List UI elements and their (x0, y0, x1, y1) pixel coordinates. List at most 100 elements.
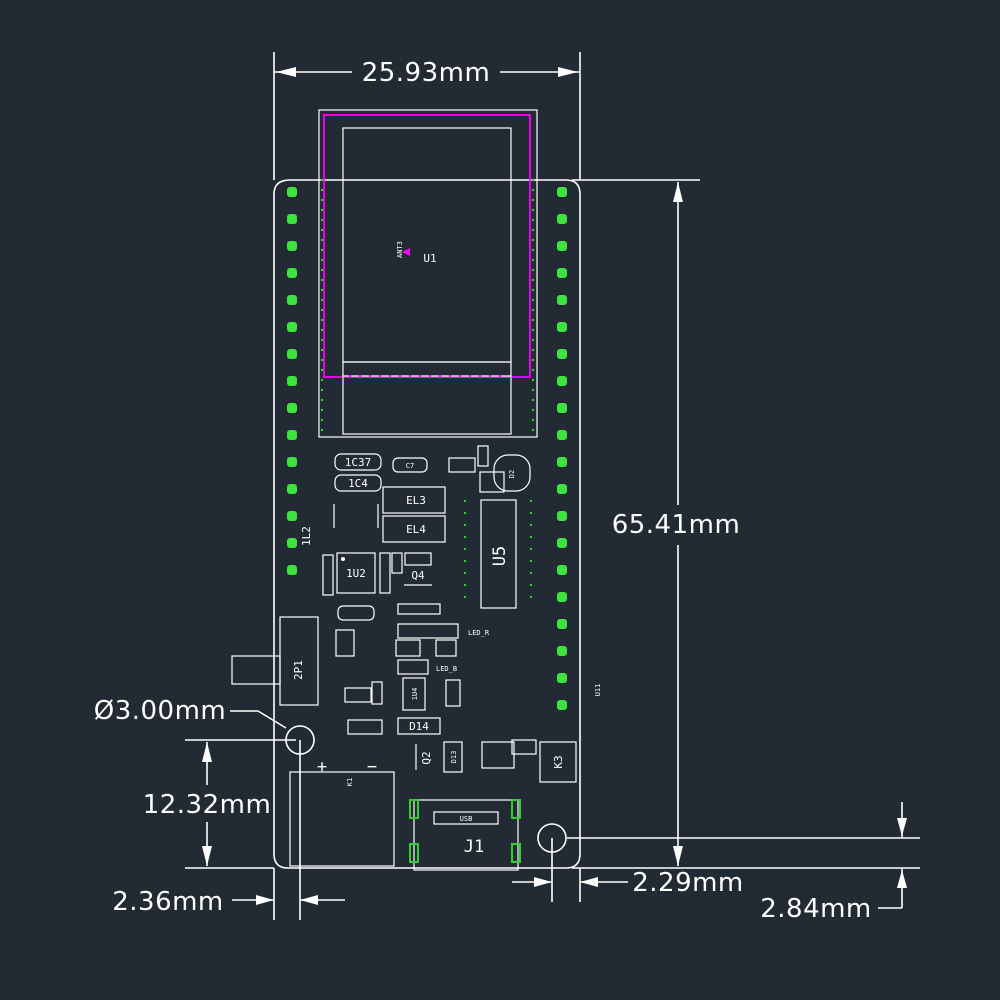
k1-label: K1 (346, 778, 354, 786)
height-dimension-label: 65.41mm (612, 510, 741, 540)
pin-left (287, 484, 297, 494)
pin-right (557, 700, 567, 710)
c37-label: 1C37 (345, 456, 372, 469)
pin-right (557, 403, 567, 413)
battery-minus-label: − (367, 757, 377, 777)
led-r-label: LED_R (468, 629, 490, 637)
module-pad-dot (531, 248, 535, 252)
module-pad-dot (531, 328, 535, 332)
hole-offset-left-label: 2.36mm (112, 887, 224, 917)
pin-right (557, 241, 567, 251)
pin-left (287, 457, 297, 467)
module-pad-dot (320, 248, 324, 252)
pin-header-right (557, 187, 567, 710)
pin-left (287, 268, 297, 278)
pin-right (557, 619, 567, 629)
d13-label: D13 (450, 751, 458, 764)
module-pad-dot (531, 268, 535, 272)
pin-left (287, 565, 297, 575)
pin-right (557, 592, 567, 602)
module-pad-dot (320, 408, 324, 412)
module-pad-dot (320, 298, 324, 302)
p1-label: 2P1 (292, 660, 305, 680)
pin-right (557, 430, 567, 440)
pin-right (557, 538, 567, 548)
module-pad-dots (320, 178, 535, 432)
module-pad-dot (531, 318, 535, 322)
module-pad-dot (531, 228, 535, 232)
hole-offset-vertical-label: 12.32mm (143, 790, 272, 820)
pin-left (287, 511, 297, 521)
pin-left (287, 322, 297, 332)
mounting-hole-left (285, 725, 315, 755)
pin-left (287, 376, 297, 386)
module-pad-dot (531, 218, 535, 222)
module-pad-dot (531, 258, 535, 262)
module-pad-dot (320, 418, 324, 422)
keepout-dot (448, 374, 452, 378)
pin-left (287, 430, 297, 440)
u4-label: 1U4 (411, 688, 419, 701)
pin-right (557, 376, 567, 386)
l2-label: 1L2 (300, 526, 313, 546)
pin-left (287, 241, 297, 251)
keepout-dot (498, 374, 502, 378)
keepout-dot (478, 374, 482, 378)
module-pad-dot (531, 428, 535, 432)
module-pad-dot (531, 208, 535, 212)
module-pad-dot (320, 398, 324, 402)
module-pad-dot (320, 208, 324, 212)
keepout-dot (488, 374, 492, 378)
module-pad-dot (531, 188, 535, 192)
keepout-dot (368, 374, 372, 378)
module-pad-dot (531, 308, 535, 312)
pin-right (557, 214, 567, 224)
antenna-ref-label: ANT3 (396, 241, 404, 258)
pin-right (557, 565, 567, 575)
module-pad-dot (320, 338, 324, 342)
module-pad-dot (320, 358, 324, 362)
u1-ref-label: U1 (423, 252, 436, 265)
pin-left (287, 214, 297, 224)
module-pad-dot (320, 428, 324, 432)
pin-right (557, 187, 567, 197)
d14-label: D14 (409, 720, 429, 733)
components: 1C37 1C4 C7 D2 EL3 EL4 U5 1L2 1U2 Q4 (231, 445, 602, 871)
keepout-dot (408, 374, 412, 378)
module-pad-dot (320, 218, 324, 222)
pin-right (557, 295, 567, 305)
module-pad-dot (531, 338, 535, 342)
module-pad-dot (320, 308, 324, 312)
module-pad-dot (320, 288, 324, 292)
q2-label: Q2 (420, 751, 433, 764)
keepout-dot (398, 374, 402, 378)
module-pad-dot (531, 178, 535, 182)
module-pad-dot (531, 288, 535, 292)
keepout-dot (438, 374, 442, 378)
board-outline (273, 179, 581, 869)
pin-right (557, 646, 567, 656)
pin-header-left (287, 187, 297, 575)
module-pad-dot (320, 238, 324, 242)
module-pad-dot (531, 388, 535, 392)
keepout-dot (348, 374, 352, 378)
module-pad-dot (320, 368, 324, 372)
keepout-dot (468, 374, 472, 378)
module-pad-dot (531, 278, 535, 282)
u2-label: 1U2 (346, 567, 366, 580)
pin-right (557, 322, 567, 332)
pin-left (287, 538, 297, 548)
keepout-dot (458, 374, 462, 378)
pin-right (557, 484, 567, 494)
pin-left (287, 187, 297, 197)
el3-label: EL3 (406, 494, 426, 507)
module-pad-dot (320, 318, 324, 322)
pin-right (557, 673, 567, 683)
c7-label: C7 (406, 462, 414, 470)
pin-right (557, 268, 567, 278)
module-pad-dot (320, 268, 324, 272)
esp-module-u1: U1 ANT3 (318, 109, 538, 438)
pin-right (557, 349, 567, 359)
module-pad-dot (531, 198, 535, 202)
